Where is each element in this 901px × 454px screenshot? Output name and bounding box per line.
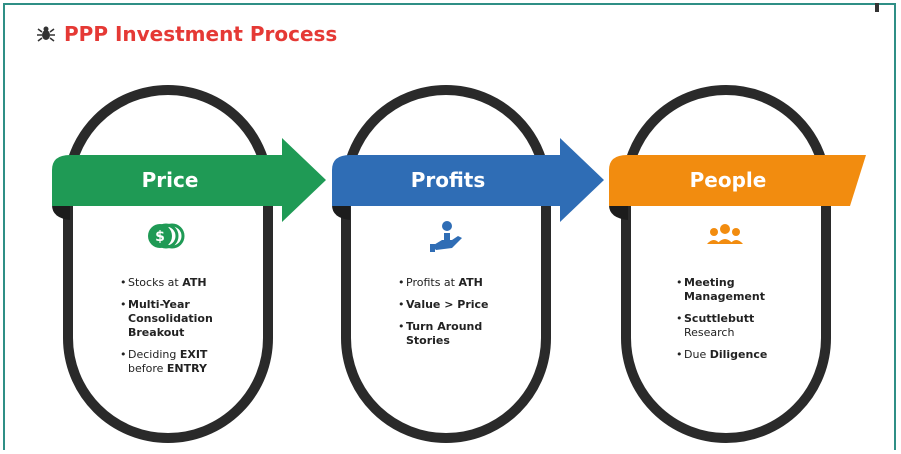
list-item-text: Scuttlebutt [684, 312, 755, 325]
list-item: Scuttlebutt Research [676, 312, 796, 340]
page-title: PPP Investment Process [64, 22, 338, 46]
list-item: Stocks at ATH [120, 276, 240, 290]
list-item-text: Diligence [709, 348, 768, 361]
list-item: Multi-Year Consolidation Breakout [120, 298, 240, 340]
list-item-text: ATH [182, 276, 207, 289]
band-people [609, 155, 866, 206]
list-item-text: EXIT [179, 348, 208, 361]
corner-mark [875, 3, 879, 12]
list-item: Due Diligence [676, 348, 796, 362]
stage-label-price: Price [141, 168, 199, 192]
list-item: Turn Around Stories [398, 320, 518, 348]
fold-people [609, 205, 628, 220]
capsule-price [63, 85, 273, 443]
list-item: Deciding EXIT before ENTRY [120, 348, 240, 376]
capsule-people [621, 85, 831, 443]
list-price: Stocks at ATH Multi-Year Consolidation Br… [120, 276, 240, 376]
hand-coin-icon [430, 221, 462, 252]
stage-list-price: Stocks at ATH Multi-Year Consolidation Br… [120, 276, 240, 384]
list-item-text: before [128, 362, 167, 375]
list-item-text: Deciding [128, 348, 180, 361]
list-item-text: Due [684, 348, 710, 361]
list-item-text: Turn Around Stories [406, 320, 483, 347]
title-area: PPP Investment Process [36, 22, 337, 46]
bug-logo-icon [37, 26, 55, 42]
stage-label-profits: Profits [410, 168, 486, 192]
fold-price [52, 205, 70, 220]
list-item: Value > Price [398, 298, 518, 312]
list-item-text: Stocks at [128, 276, 183, 289]
list-item-text: Research [684, 326, 735, 339]
list-item: Meeting Management [676, 276, 796, 304]
list-item-text: Profits at [406, 276, 459, 289]
band-profits [332, 138, 604, 222]
list-item-text: Value > Price [406, 298, 489, 311]
list-item-text: Multi-Year Consolidation Breakout [128, 298, 213, 339]
list-item-text: ATH [458, 276, 483, 289]
capsule-profits [341, 85, 551, 443]
list-item: Profits at ATH [398, 276, 518, 290]
list-item-text: Meeting Management [684, 276, 765, 303]
fold-profits [332, 205, 350, 220]
list-profits: Profits at ATH Value > PriceTurn Around S… [398, 276, 518, 348]
list-people: Meeting ManagementScuttlebutt ResearchDu… [676, 276, 796, 362]
people-group-icon [707, 224, 743, 244]
band-price [52, 138, 326, 222]
stage-label-people: People [689, 168, 767, 192]
stage-list-people: Meeting ManagementScuttlebutt ResearchDu… [676, 276, 796, 370]
dollar-coins-icon: $ [148, 223, 185, 249]
list-item-text: ENTRY [166, 362, 207, 375]
stage-list-profits: Profits at ATH Value > PriceTurn Around S… [398, 276, 518, 356]
svg-text:$: $ [155, 229, 165, 245]
slide-frame [3, 3, 896, 450]
